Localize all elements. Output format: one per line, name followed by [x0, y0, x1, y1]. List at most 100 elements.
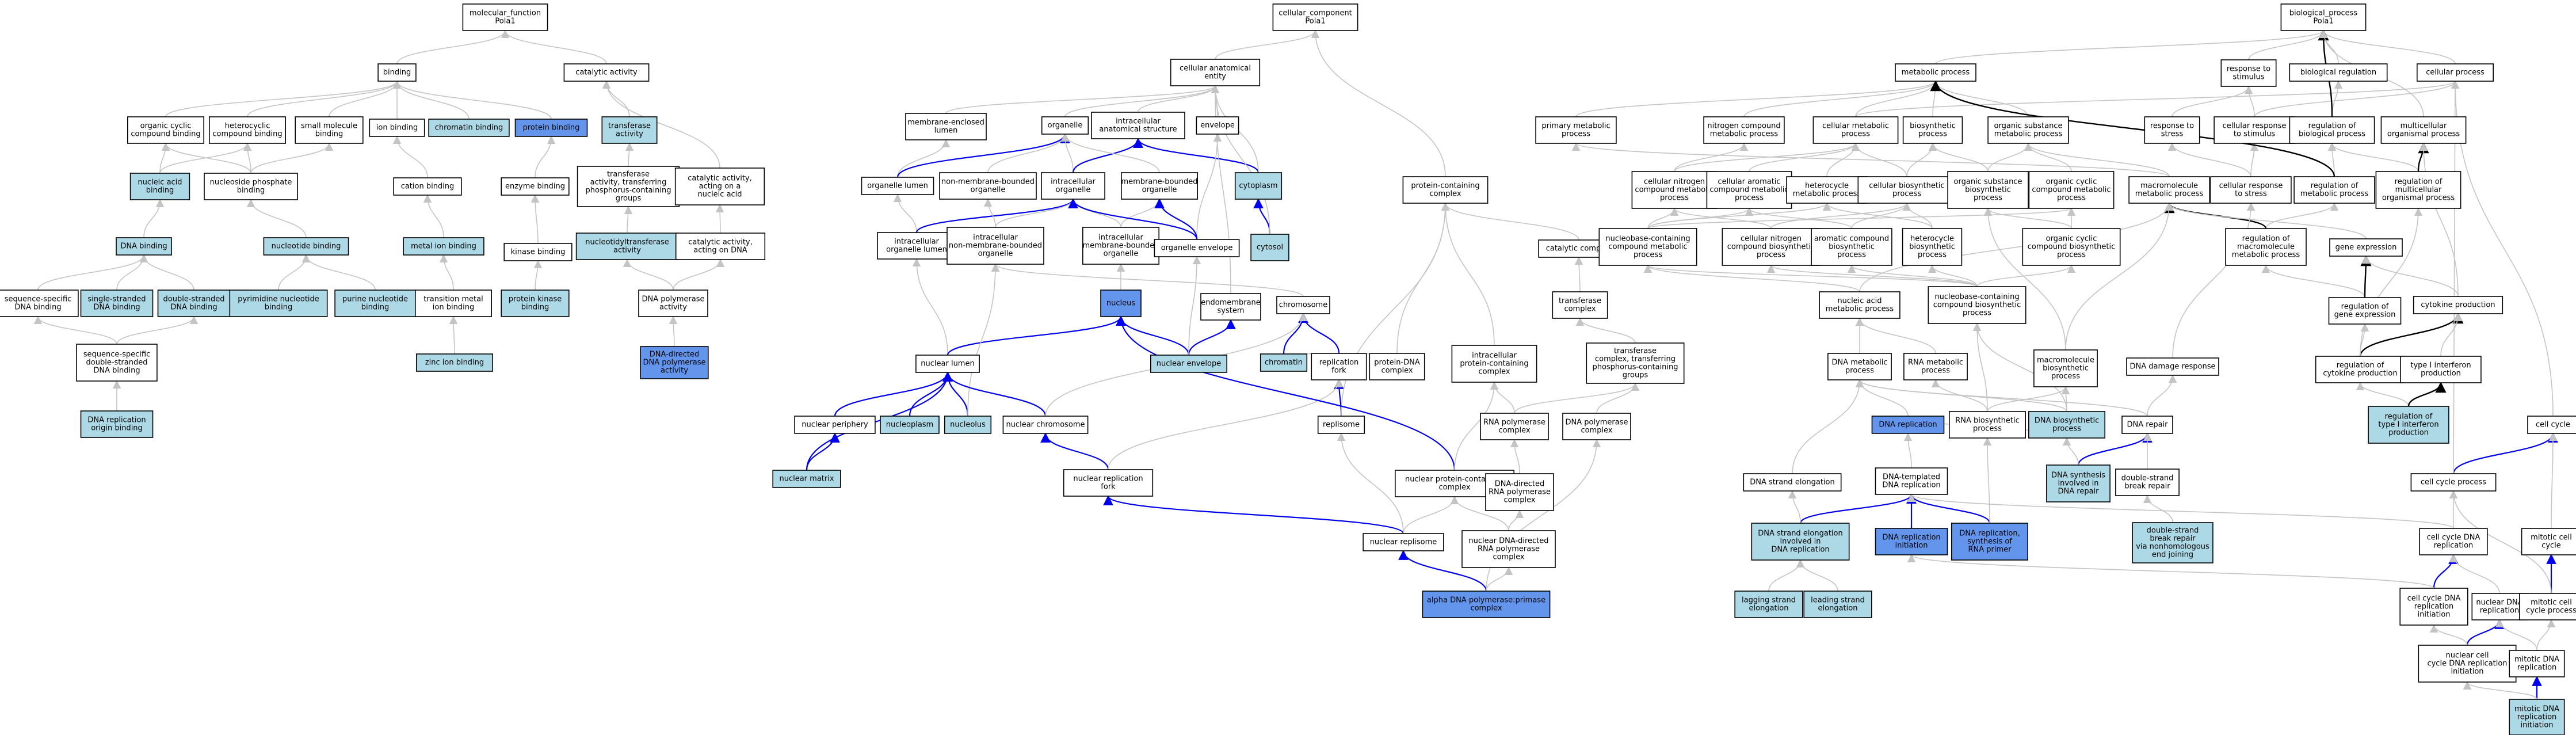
go-term-node[interactable]: organelle lumen [861, 177, 934, 195]
go-term-node[interactable]: cytosol [1250, 234, 1289, 261]
go-term-node[interactable]: cell cycle [2527, 416, 2576, 434]
go-term-node[interactable]: DNA repair [2121, 416, 2173, 434]
go-term-node[interactable]: DNA binding [116, 237, 172, 256]
go-term-node[interactable]: ion binding [369, 119, 425, 137]
go-term-node[interactable]: cell cycle process [2410, 473, 2497, 492]
go-term-node[interactable]: nuclear matrix [772, 470, 841, 488]
go-term-node[interactable]: nuclear chromosome [1002, 416, 1089, 434]
go-term-node[interactable]: cation binding [393, 177, 462, 196]
go-term-node[interactable]: organelle envelope [1154, 239, 1240, 257]
go-term-node[interactable]: enzyme binding [501, 177, 570, 196]
go-term-node[interactable]: chromatin [1260, 353, 1308, 372]
go-term-node[interactable]: replisome [1317, 416, 1365, 434]
go-term-node[interactable]: intracellularnon-membrane-boundedorganel… [947, 227, 1044, 265]
go-term-node[interactable]: nuclear replisome [1363, 533, 1444, 551]
go-term-node[interactable]: organelle [1041, 116, 1089, 135]
go-term-node[interactable]: envelope [1196, 116, 1239, 135]
go-term-node[interactable]: zinc ion binding [415, 353, 493, 372]
go-term-node[interactable]: protein binding [514, 119, 588, 137]
go-term-node[interactable]: nucleotide binding [263, 237, 349, 256]
go-term-node[interactable]: cytokine production [2413, 296, 2504, 314]
go-term-node[interactable]: kinase binding [503, 243, 573, 261]
go-term-node[interactable]: catalytic activity,acting on DNA [675, 233, 766, 260]
go-term-node[interactable]: chromatin binding [428, 119, 510, 137]
go-term-node[interactable]: catalytic activity [563, 63, 650, 82]
go-term-node[interactable]: DNA damage response [2126, 357, 2219, 376]
go-term-node[interactable]: DNA strand elongation [1743, 473, 1842, 492]
go-term-node[interactable]: DNA replication [1871, 416, 1945, 434]
go-term-node[interactable]: nuclear envelope [1150, 355, 1228, 373]
go-term-node[interactable]: nucleoplasm [880, 416, 940, 434]
go-term-node[interactable]: nucleus [1100, 290, 1142, 317]
go-term-node[interactable]: cellular process [2416, 63, 2494, 82]
go-term-node[interactable]: nuclear periphery [794, 416, 876, 434]
